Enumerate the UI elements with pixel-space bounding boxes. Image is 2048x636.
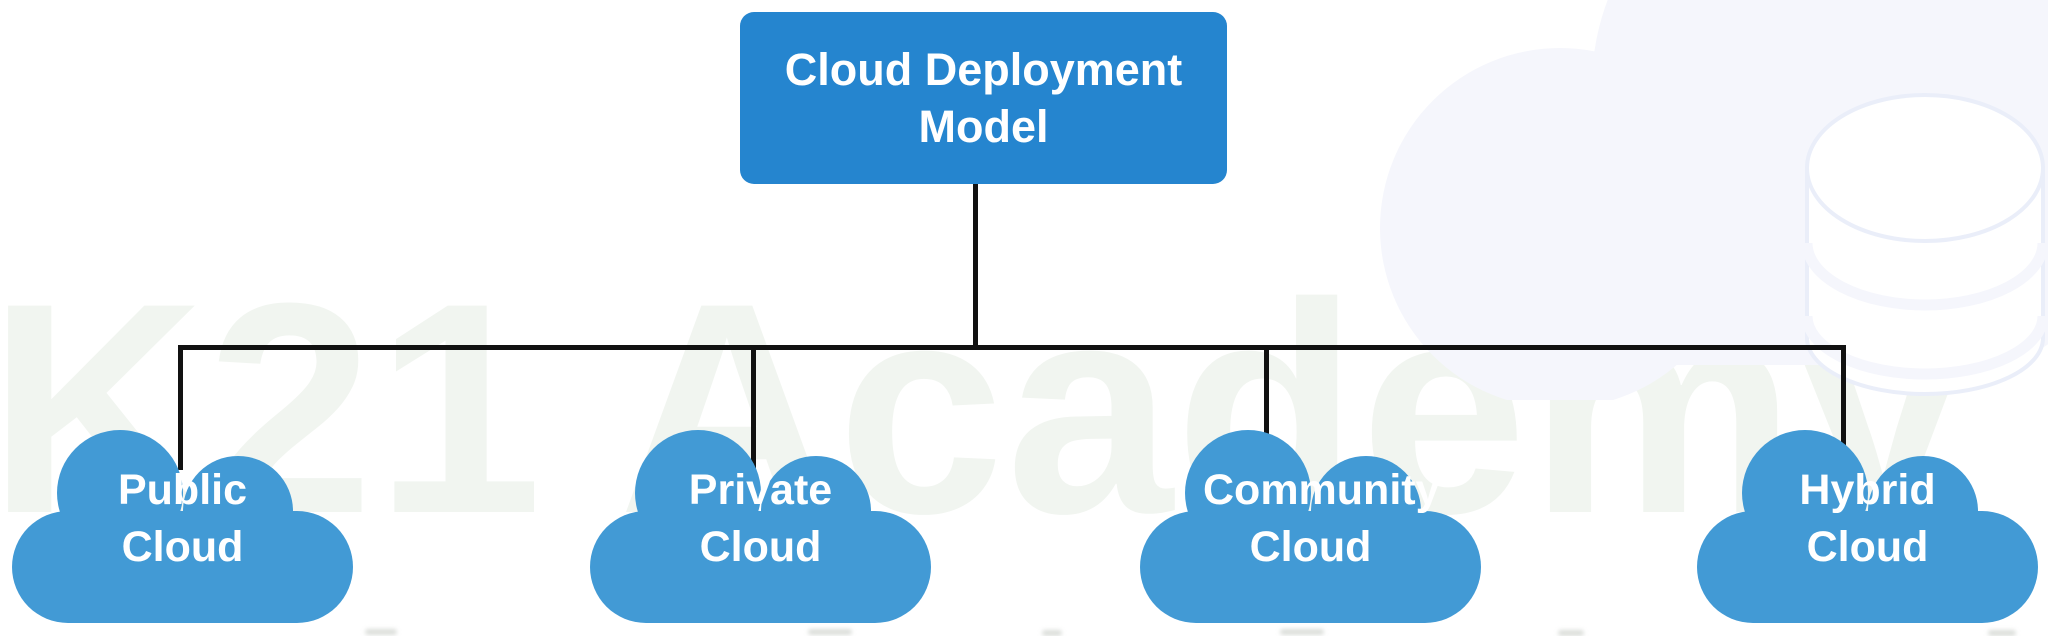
connector-bus <box>178 345 1846 350</box>
cloud-icon <box>590 430 931 623</box>
bottom-edge-artifact <box>1280 629 1324 635</box>
root-node-label: Cloud Deployment Model <box>784 44 1183 152</box>
cloud-icon <box>12 430 353 623</box>
database-icon <box>1801 93 2048 396</box>
cloud-node-label: Public Cloud <box>117 466 248 571</box>
bottom-edge-artifact <box>365 629 397 635</box>
root-node: Cloud Deployment Model <box>740 12 1227 184</box>
cloud-database-icon <box>1380 0 2048 400</box>
cloud-node-label: Private Cloud <box>688 466 833 571</box>
cloud-node-label: Hybrid Cloud <box>1799 466 1936 571</box>
bottom-edge-artifact <box>1988 630 2016 636</box>
bottom-edge-artifact <box>1042 630 1062 636</box>
node-public-cloud: Public Cloud <box>10 425 355 625</box>
node-private-cloud: Private Cloud <box>588 425 933 625</box>
connector-root-drop <box>973 182 978 350</box>
node-hybrid-cloud: Hybrid Cloud <box>1695 425 2040 625</box>
cloud-icon <box>1140 430 1481 623</box>
connector-drop-community <box>1264 345 1269 470</box>
cloud-icon <box>1697 430 2038 623</box>
connector-drop-public <box>178 345 183 470</box>
connector-drop-private <box>751 345 756 470</box>
node-community-cloud: Community Cloud <box>1138 425 1483 625</box>
connector-drop-hybrid <box>1841 345 1846 470</box>
bottom-edge-artifact <box>808 629 852 635</box>
cloud-node-label: Community Cloud <box>1203 466 1440 571</box>
bottom-edge-artifact <box>1558 630 1584 636</box>
